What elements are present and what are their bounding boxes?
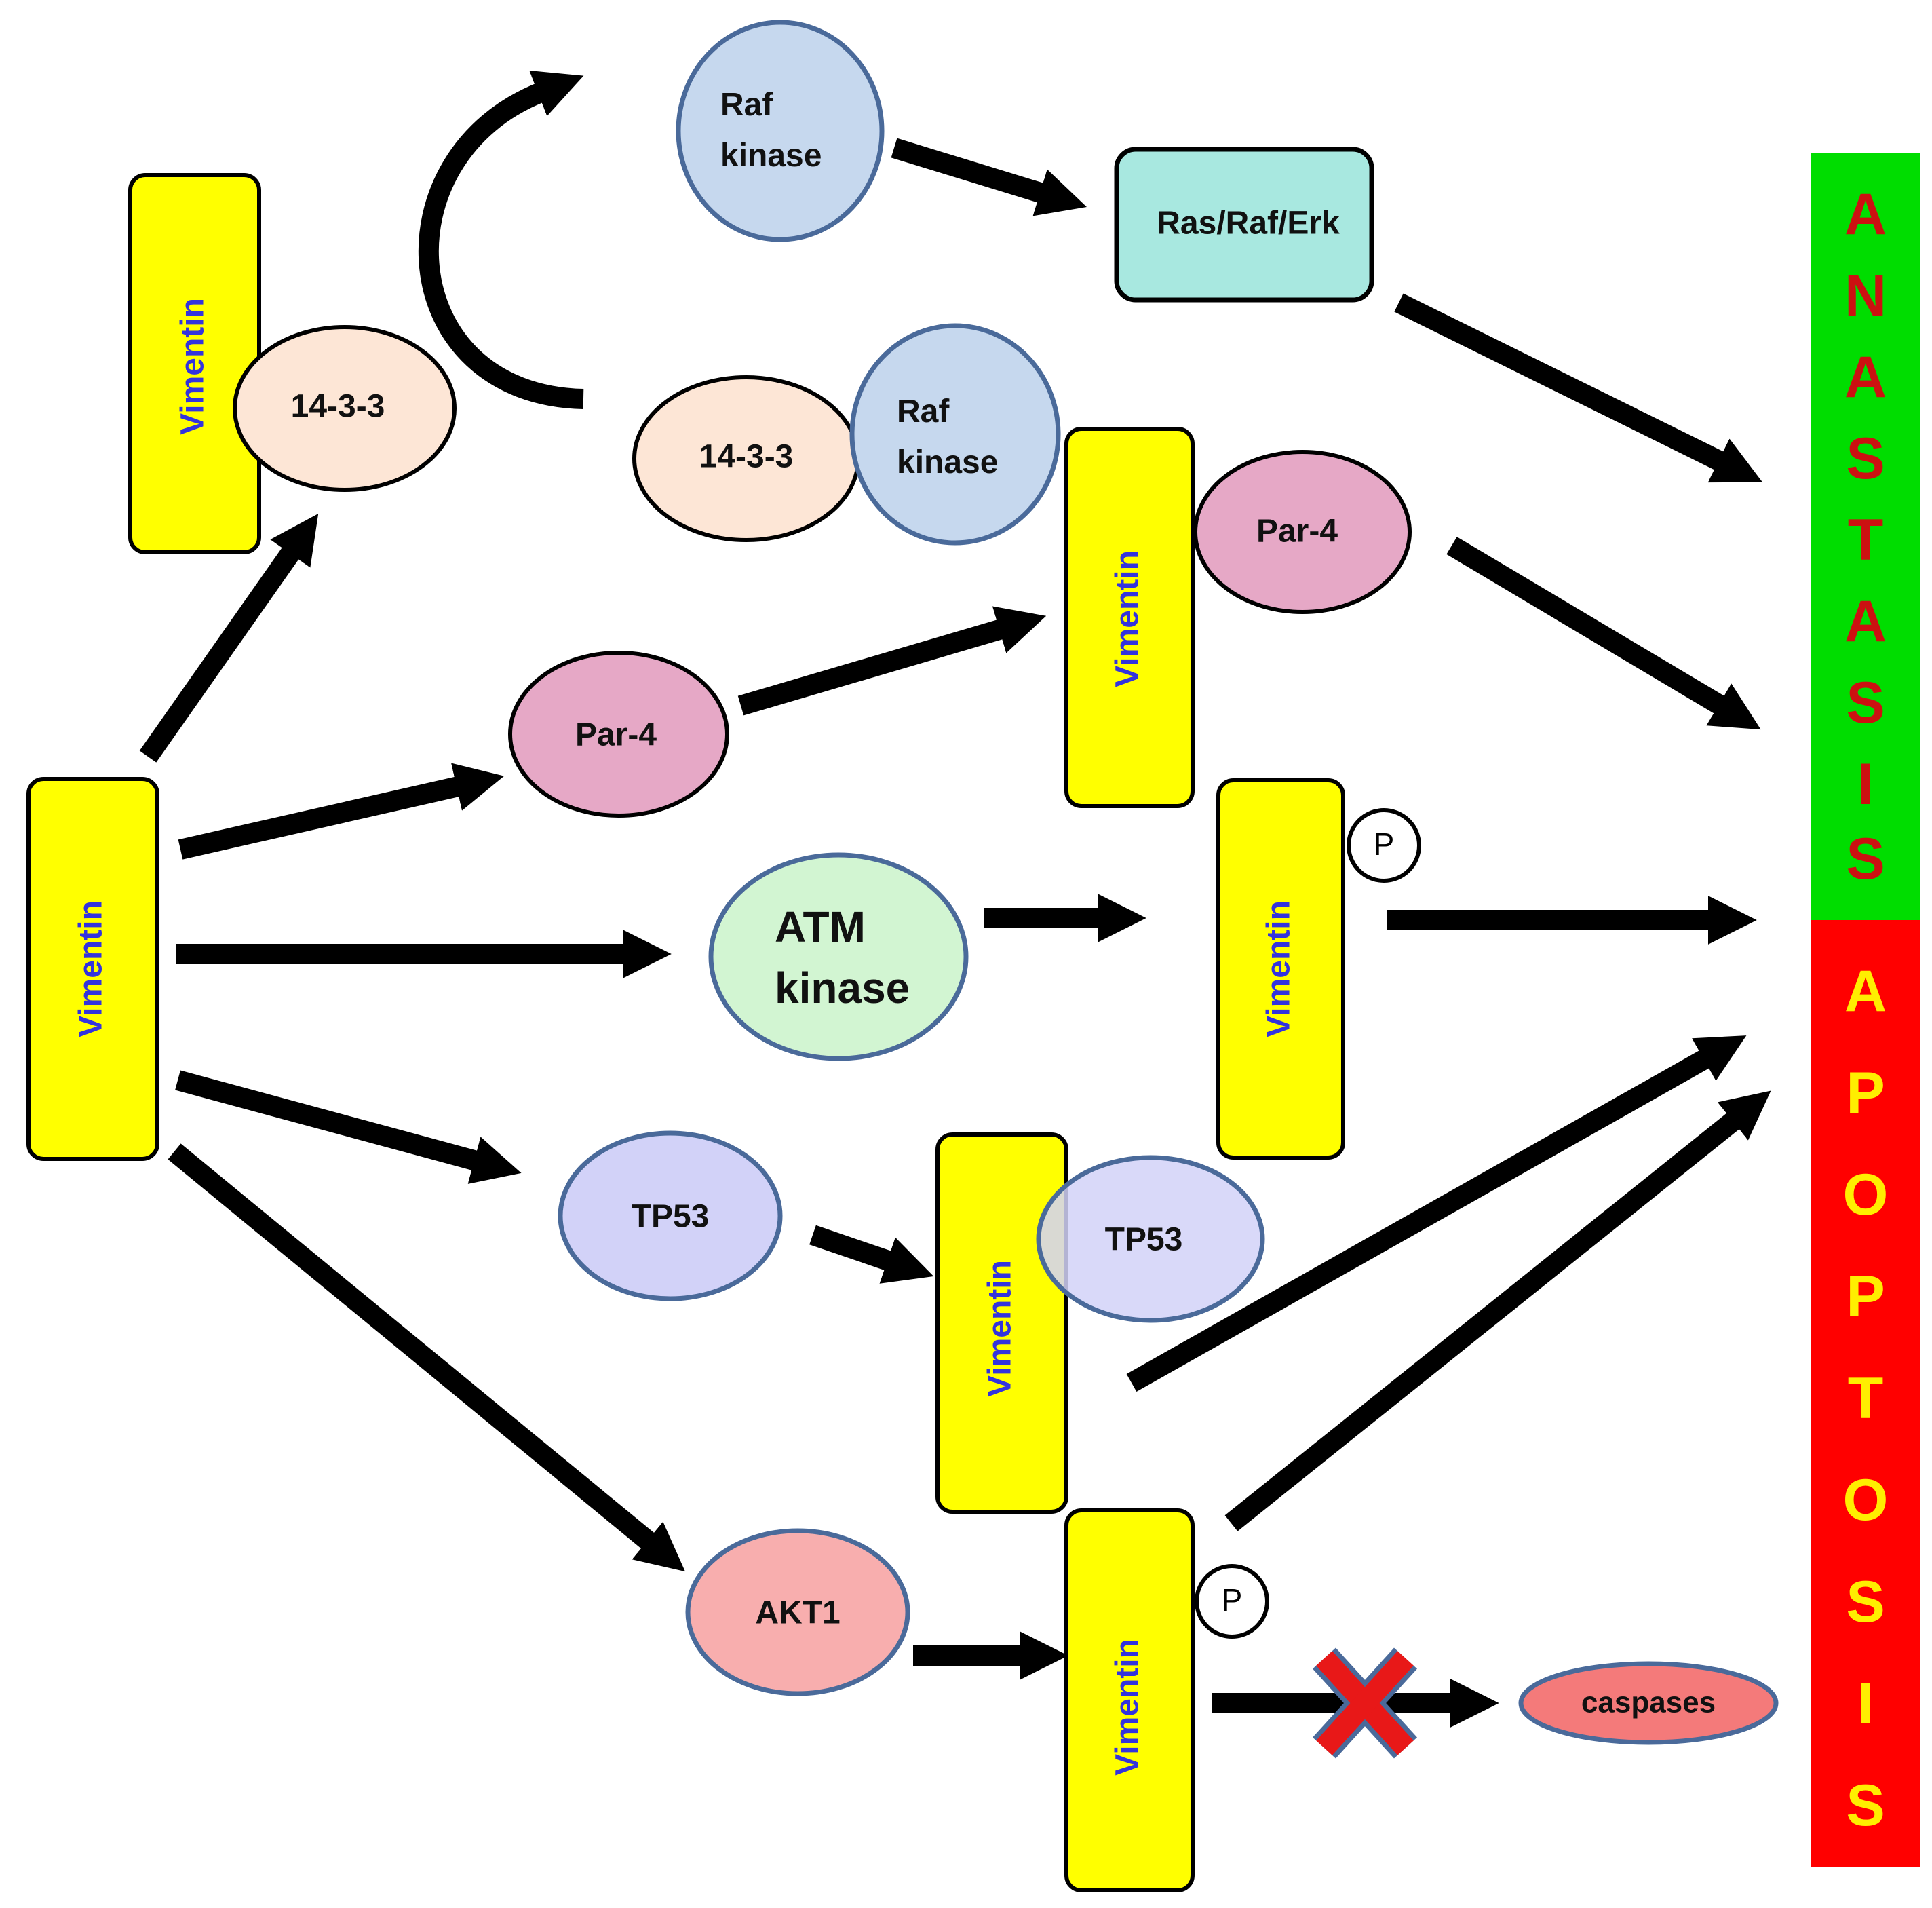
apoptosis-letter: T [1848,1366,1884,1431]
apoptosis-bar: A P O P T O S I S [1811,920,1920,1867]
14-3-3-raf-complex: 14-3-3 Raf kinase [632,323,1061,546]
arrows [139,71,1771,1728]
akt1-node: AKT1 [685,1528,910,1696]
arrow-vimentin-to-14-3-3 [139,513,319,763]
ras-raf-erk-label: Ras/Raf/Erk [1157,206,1340,242]
vimentin-tp53-complex: Vimentin TP53 [935,1132,1265,1514]
arrow-tp53-to-vimentin-tp53 [809,1225,934,1284]
phospho-badge [1195,1564,1269,1639]
anastasis-letter: A [1844,182,1887,247]
arrow-par4-to-vimentin-par4 [737,606,1047,716]
par4-node [1193,450,1412,614]
tp53-node [1036,1155,1265,1323]
arrow-vimentin-to-tp53 [175,1070,522,1184]
phospho-vimentin-upper: Vimentin P [1216,778,1421,1160]
anastasis-letter: S [1846,670,1885,736]
raf-label-line1: Raf [897,394,950,430]
anastasis-letter: N [1844,263,1887,328]
vimentin-box [1216,778,1345,1160]
apoptosis-letter: S [1846,1773,1885,1838]
raf-kinase-node: Raf kinase [676,20,885,242]
arrow-ras-raf-erk-to-anastasis [1394,293,1763,483]
caspases-node: caspases [1518,1661,1779,1745]
anastasis-letter: S [1846,426,1885,491]
vimentin-label: Vimentin [175,298,211,435]
phospho-label: P [1222,1582,1243,1618]
par4-node: Par-4 [508,651,729,818]
anastasis-letter: A [1844,589,1887,654]
apoptosis-letter: P [1846,1061,1885,1126]
tp53-label: TP53 [632,1199,710,1235]
arrow-p-vimentin-to-apoptosis [1224,1090,1771,1531]
akt1-label: AKT1 [755,1595,840,1631]
caspases-label: caspases [1581,1686,1716,1719]
vimentin-label: Vimentin [1110,1639,1146,1776]
raf-label-line1: Raf [720,87,773,123]
phospho-label: P [1374,826,1395,862]
atm-label-line2: kinase [775,963,910,1012]
vimentin-par4-complex: Vimentin Par-4 [1064,427,1412,808]
raf-label-line2: kinase [897,444,998,480]
apoptosis-letter: I [1857,1671,1874,1736]
phospho-badge [1347,808,1421,883]
atm-label-line1: ATM [775,902,866,951]
anastasis-letter: S [1846,826,1885,892]
anastasis-letter: T [1848,508,1884,573]
arrow-raf-to-ras-raf-erk [891,138,1087,216]
arrow-vimentin-par4-to-anastasis [1446,537,1761,730]
atm-kinase-node: ATM kinase [708,852,969,1061]
vimentin-box [935,1132,1068,1514]
tp53-node: TP53 [558,1130,783,1301]
arrow-vimentin-to-par4 [178,763,505,860]
vimentin-14-3-3-complex: Vimentin 14-3-3 [128,173,457,554]
vimentin-label: Vimentin [73,900,109,1037]
arrow-vimentin-to-akt1 [168,1143,686,1572]
vimentin-main: Vimentin [26,777,159,1161]
apoptosis-letter: O [1843,1468,1889,1533]
anastasis-bar: A N A S T A S I S [1811,153,1920,920]
raf-kinase-node [849,323,1061,546]
vimentin-box [1064,427,1195,808]
14-3-3-node [233,325,457,492]
vimentin-box [26,777,159,1161]
apoptosis-letter: S [1846,1569,1885,1635]
apoptosis-letter: P [1846,1264,1885,1329]
apoptosis-letter: O [1843,1162,1889,1227]
vimentin-label: Vimentin [1110,550,1146,687]
raf-label-line2: kinase [720,138,822,174]
arrow-recruit-raf-curve [418,71,584,409]
tp53-label: TP53 [1105,1222,1183,1258]
anastasis-letter: A [1844,345,1887,410]
14-3-3-label: 14-3-3 [291,389,385,425]
arrow-vimentin-tp53-to-apoptosis [1126,1035,1747,1392]
vimentin-box [1064,1508,1195,1892]
vimentin-label: Vimentin [1261,900,1297,1037]
phospho-vimentin-lower: Vimentin P [1064,1508,1269,1892]
vimentin-label: Vimentin [982,1260,1018,1397]
14-3-3-label: 14-3-3 [699,439,794,475]
inhibition-cross-icon [1312,1647,1418,1759]
anastasis-letter: I [1857,752,1874,817]
ras-raf-erk-node: Ras/Raf/Erk [1114,147,1374,303]
par4-label: Par-4 [1256,514,1338,550]
par4-label: Par-4 [575,717,657,753]
apoptosis-letter: A [1844,959,1887,1024]
